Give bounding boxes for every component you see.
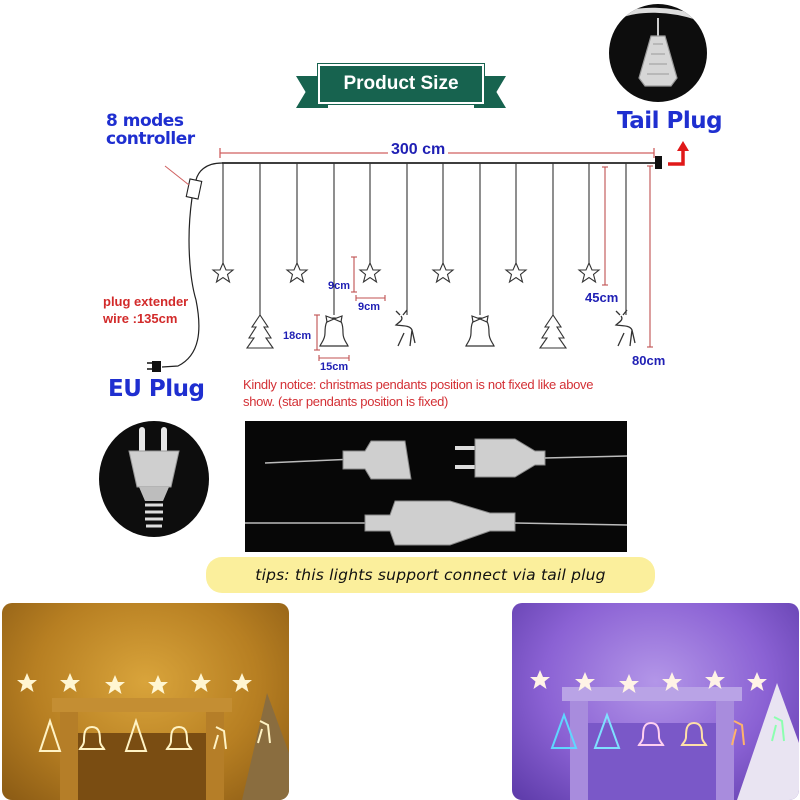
dimension-bell-height: 18cm xyxy=(283,330,312,342)
tips-text: tips: this lights support connect via ta… xyxy=(255,566,606,584)
dimension-short-drop: 45cm xyxy=(585,290,619,305)
star-icon xyxy=(431,261,455,284)
star-icon xyxy=(285,261,309,284)
tree-icon xyxy=(538,314,568,349)
dimension-long-drop: 80cm xyxy=(632,353,666,368)
star-icon xyxy=(577,261,601,284)
position-notice: Kindly notice: christmas pendants positi… xyxy=(243,376,653,410)
tips-banner: tips: this lights support connect via ta… xyxy=(206,557,655,593)
dimension-total-width: 300 cm xyxy=(388,141,449,159)
dimension-bell-width: 15cm xyxy=(320,361,349,373)
star-icon xyxy=(358,261,382,284)
tail-plug-photo xyxy=(609,4,707,102)
extender-wire-label: plug extender wire :135cm xyxy=(103,293,188,327)
extender-label-line2: wire :135cm xyxy=(103,311,178,326)
star-icon xyxy=(504,261,528,284)
eu-plug-label: EU Plug xyxy=(108,376,205,402)
controller-box xyxy=(185,178,203,200)
reindeer-icon xyxy=(614,309,636,347)
tail-connector xyxy=(655,156,662,169)
star-pendants xyxy=(211,261,601,284)
curtain-light-diagram xyxy=(147,141,689,372)
eu-plug-photo xyxy=(99,421,209,537)
star-icon xyxy=(211,261,235,284)
extender-label-line1: plug extender xyxy=(103,294,189,309)
notice-line2: show. (star pendants position is fixed) xyxy=(243,394,449,409)
controller-label-line2: controller xyxy=(106,129,195,149)
dimension-star-vertical: 9cm xyxy=(328,280,351,292)
banner-title: Product Size xyxy=(317,63,485,105)
multicolor-photo xyxy=(512,603,799,800)
product-size-banner: Product Size xyxy=(296,62,506,112)
controller-label-line1: 8 modes xyxy=(106,111,184,131)
arrow-up-icon xyxy=(677,141,689,151)
tail-plug-label: Tail Plug xyxy=(617,108,723,134)
eu-plug-symbol xyxy=(152,361,161,372)
warm-white-photo xyxy=(2,603,289,800)
controller-label: 8 modes controller xyxy=(106,112,195,148)
bell-icon xyxy=(319,317,349,347)
dimension-star-horizontal: 9cm xyxy=(358,301,381,313)
notice-line1: Kindly notice: christmas pendants positi… xyxy=(243,377,594,392)
plug-connection-photo xyxy=(245,421,628,552)
bell-icon xyxy=(465,317,495,347)
tree-icon xyxy=(245,314,275,349)
reindeer-icon xyxy=(394,309,416,347)
